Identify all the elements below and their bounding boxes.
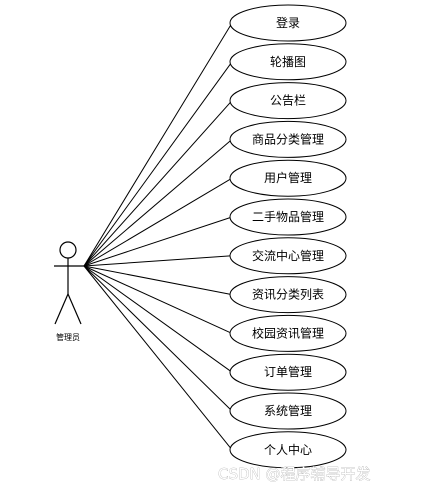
use-case-ellipse	[229, 431, 347, 469]
use-case-label: 交流中心管理	[252, 248, 324, 263]
association-line	[83, 22, 233, 267]
use-case-label: 资讯分类列表	[252, 288, 324, 302]
association-line	[83, 255, 233, 267]
use-case-ellipse	[229, 276, 347, 314]
use-case-label: 公告栏	[270, 93, 306, 108]
use-case-ellipse	[229, 314, 347, 352]
use-case-ellipse	[229, 82, 347, 120]
use-case-ellipse	[229, 159, 347, 197]
use-case-ellipse	[229, 43, 347, 81]
use-case: 公告栏	[229, 82, 347, 120]
use-case: 二手物品管理	[229, 198, 347, 236]
use-case-ellipse	[229, 353, 347, 391]
use-case-ellipse	[229, 120, 347, 158]
association-line	[83, 265, 233, 334]
association-line	[83, 100, 233, 267]
association-line	[83, 139, 233, 267]
use-case: 交流中心管理	[229, 237, 347, 275]
actor-admin: 管理员	[54, 241, 84, 342]
use-case-ellipse	[229, 392, 347, 430]
use-case: 轮播图	[229, 43, 347, 81]
use-case: 登录	[229, 4, 347, 42]
use-case: 资讯分类列表	[229, 276, 347, 314]
use-case: 商品分类管理	[229, 120, 347, 158]
actor-label: 管理员	[56, 332, 80, 342]
use-case-label: 登录	[276, 15, 300, 30]
use-case-ellipse	[229, 4, 347, 42]
actor-left-leg	[54, 293, 69, 325]
association-line	[83, 265, 233, 373]
use-case-label: 订单管理	[264, 364, 312, 379]
actor-right-leg	[67, 293, 82, 325]
actor-head	[59, 241, 77, 259]
use-case: 用户管理	[229, 159, 347, 197]
use-case: 系统管理	[229, 392, 347, 430]
use-case: 校园资讯管理	[229, 314, 347, 352]
use-case-list: 登录轮播图公告栏商品分类管理用户管理二手物品管理交流中心管理资讯分类列表校园资讯…	[229, 4, 347, 469]
use-case-label: 系统管理	[264, 403, 312, 418]
association-line	[83, 265, 233, 296]
use-case-label: 用户管理	[264, 170, 312, 185]
use-case-label: 校园资讯管理	[252, 325, 324, 340]
use-case-ellipse	[229, 237, 347, 275]
use-case-ellipse	[229, 198, 347, 236]
use-case-label: 轮播图	[270, 55, 306, 69]
association-line	[83, 177, 233, 267]
use-case: 个人中心	[229, 431, 347, 469]
association-line	[83, 265, 233, 412]
use-case-label: 商品分类管理	[252, 131, 324, 146]
use-case-label: 个人中心	[264, 442, 312, 457]
use-case-label: 二手物品管理	[252, 209, 324, 224]
association-line	[83, 61, 233, 267]
use-case: 订单管理	[229, 353, 347, 391]
watermark: CSDN @程序辅导开发	[218, 465, 371, 483]
association-lines	[83, 22, 233, 451]
association-line	[83, 216, 233, 267]
association-line	[83, 265, 233, 451]
